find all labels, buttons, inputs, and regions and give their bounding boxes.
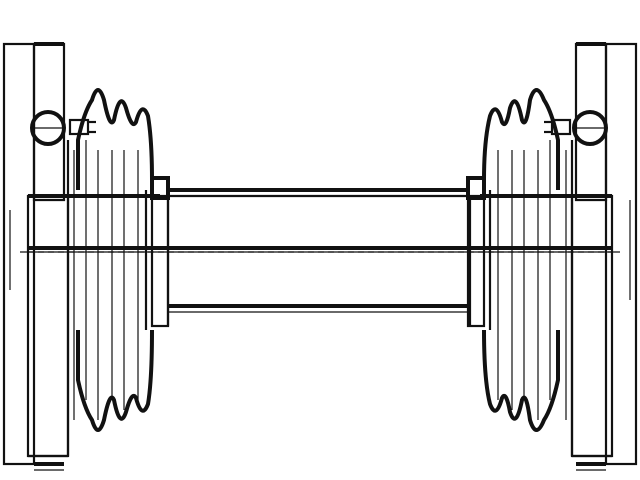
flange-base-lines bbox=[28, 454, 612, 471]
center-shaft bbox=[20, 188, 620, 326]
left-boot bbox=[76, 88, 170, 432]
right-boot bbox=[466, 88, 560, 432]
left-joint-housing bbox=[2, 42, 160, 466]
right-joint-housing bbox=[480, 42, 638, 466]
